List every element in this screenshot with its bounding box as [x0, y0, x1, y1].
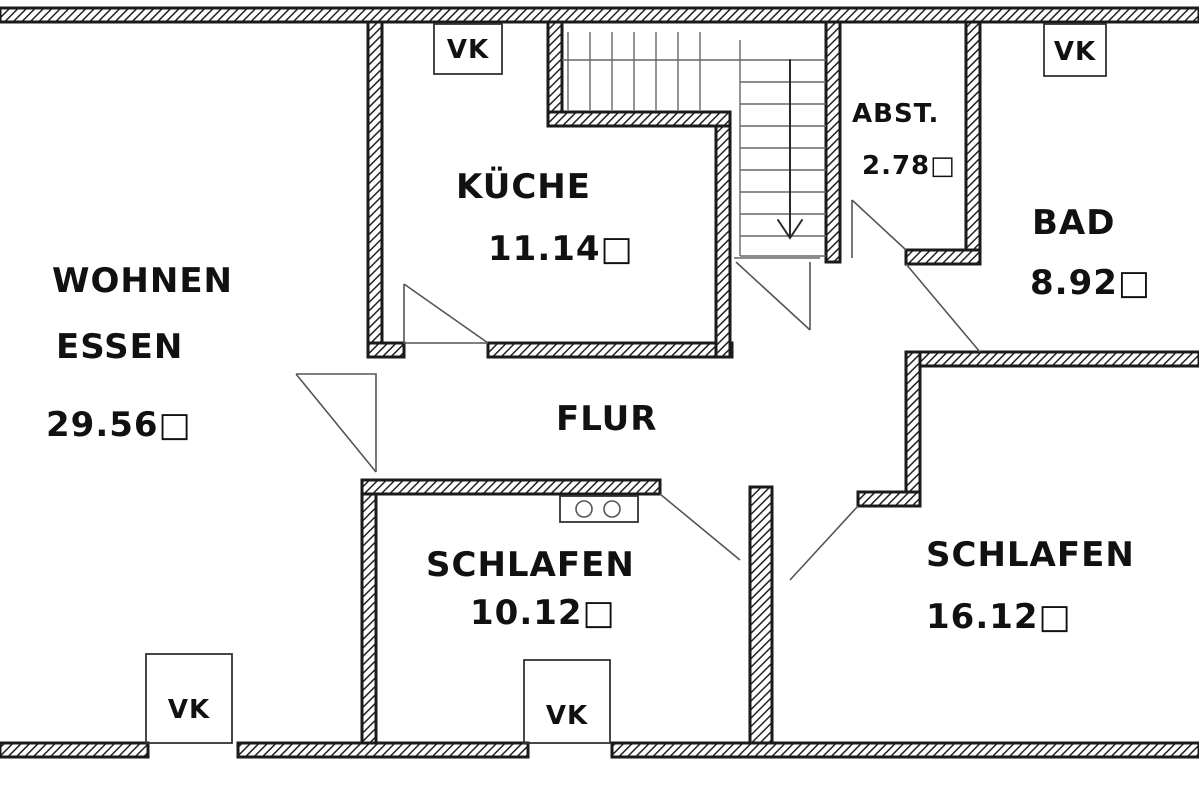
vk-bedroom-small-box [523, 659, 611, 744]
kitchen-right-wall [714, 112, 732, 359]
storage-bottom-wall [904, 248, 982, 266]
bottom-wall-right [610, 741, 1199, 759]
kitchen-left-wall [366, 20, 384, 358]
vk-bath-box [1043, 23, 1107, 77]
vk-bath: VK [1043, 23, 1107, 77]
room-wohnen-area: 29.56□ [46, 405, 192, 445]
room-abst-name: ABST. [852, 99, 939, 129]
room-abst-area: 2.78□ [862, 151, 956, 181]
bottom-wall-mid [236, 741, 530, 759]
room-flur: FLUR [556, 399, 657, 439]
bedroom-small-right-wall [748, 485, 774, 745]
room-flur-name: FLUR [556, 399, 657, 439]
room-kueche-area: 11.14□ [488, 229, 634, 269]
storage-left-wall [824, 20, 842, 264]
kitchen-bottom-wall [486, 341, 734, 359]
room-schlafen-small-name: SCHLAFEN [426, 545, 635, 585]
vk-kitchen-box [433, 23, 503, 75]
vk-living-label: VK [168, 695, 210, 725]
room-wohnen-name-1: WOHNEN [52, 261, 233, 301]
interior-walls [360, 20, 1199, 745]
vk-bedroom-small: VK [523, 659, 611, 744]
room-wohnen: WOHNEN ESSEN 29.56□ [46, 261, 233, 445]
room-bad-area: 8.92□ [1030, 263, 1151, 303]
vk-kitchen-label: VK [447, 35, 489, 65]
bedroom-large-top-wall [904, 350, 1199, 368]
living-bedroom-wall [360, 478, 378, 745]
doors [295, 199, 981, 581]
staircase [562, 32, 826, 259]
bottom-wall-left [0, 741, 150, 759]
vk-living-box [145, 653, 233, 744]
room-kueche: KÜCHE 11.14□ [456, 166, 634, 269]
room-schlafen-large-area: 16.12□ [926, 597, 1072, 637]
vk-bath-label: VK [1054, 37, 1096, 67]
bedroom-small-top-wall [360, 478, 662, 496]
top-wall [0, 6, 1199, 24]
room-schlafen-small: SCHLAFEN 10.12□ [426, 545, 635, 633]
outer-walls [0, 6, 1199, 759]
vk-living: VK [145, 653, 233, 744]
room-wohnen-name-2: ESSEN [56, 327, 183, 367]
room-abst: ABST. 2.78□ [852, 99, 956, 181]
vk-bedroom-small-label: VK [546, 701, 588, 731]
bedroom-large-left-stub [856, 490, 922, 508]
stair-left-wall [546, 20, 564, 128]
storage-right-wall [964, 20, 982, 264]
room-bad-name: BAD [1032, 203, 1115, 243]
room-kueche-name: KÜCHE [456, 166, 591, 207]
vk-kitchen: VK [433, 23, 503, 75]
room-schlafen-large: SCHLAFEN 16.12□ [926, 535, 1135, 637]
bedroom-large-left-wall [904, 350, 922, 508]
stair-lower-wall [546, 110, 732, 128]
room-schlafen-large-name: SCHLAFEN [926, 535, 1135, 575]
kitchen-left-stub [366, 341, 406, 359]
room-bad: BAD 8.92□ [1030, 203, 1151, 303]
room-schlafen-small-area: 10.12□ [470, 593, 616, 633]
stove-icon [559, 495, 639, 523]
